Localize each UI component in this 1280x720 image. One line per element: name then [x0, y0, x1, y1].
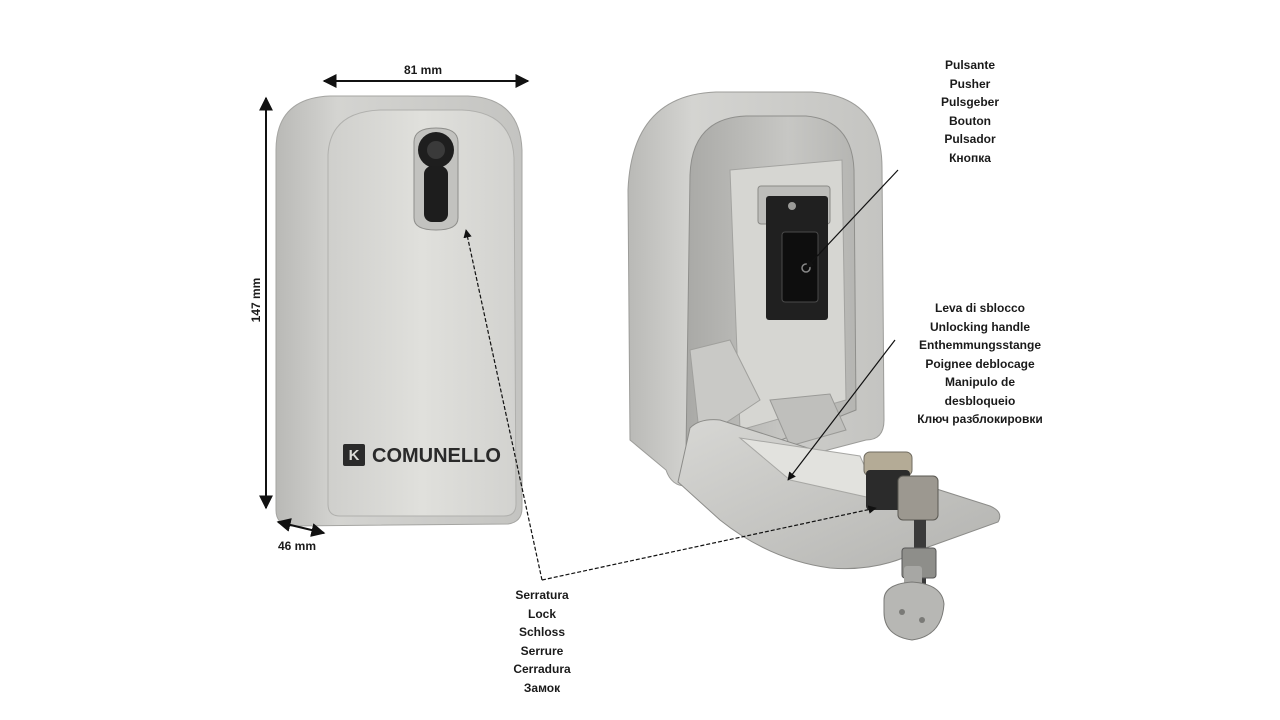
width-dimension-label: 81 mm	[404, 63, 443, 77]
handle-callout-label: Leva di sblocco Unlocking handle Enthemm…	[880, 299, 1080, 429]
pusher-callout-label: Pulsante Pusher Pulsgeber Bouton Pulsado…	[920, 56, 1020, 167]
brand-logo-text: COMUNELLO	[372, 445, 501, 467]
lock-label-ru: Замок	[523, 680, 561, 695]
open-box	[627, 91, 1001, 641]
lock-callout-line-open	[541, 505, 877, 581]
depth-dimension-label: 46 mm	[278, 539, 317, 553]
pusher-callout-line	[805, 169, 899, 269]
pusher-switch	[757, 185, 831, 320]
closed-box-front	[327, 109, 517, 517]
key-icon	[883, 566, 945, 641]
handle-label-en: Unlocking handle	[929, 319, 1030, 334]
closed-box: K COMUNELLO	[275, 95, 523, 527]
dimension-lines	[259, 74, 530, 537]
handle-label-fr: Poignee deblocage	[925, 356, 1035, 371]
handle-label-pt-2: desbloqueio	[944, 393, 1016, 408]
brand-logo: K COMUNELLO	[343, 444, 501, 467]
callout-lines	[463, 169, 899, 581]
handle-label-de: Enthemmungsstange	[918, 338, 1041, 352]
lock-label-de: Schloss	[518, 625, 566, 639]
brand-logo-mark: K	[349, 447, 360, 464]
height-dimension-label: 147 mm	[249, 277, 263, 323]
handle-callout-line	[787, 339, 896, 481]
pusher-label-en: Pusher	[949, 76, 991, 91]
lock-label-es: Cerradura	[513, 662, 571, 676]
handle-label-it: Leva di sblocco	[934, 301, 1026, 315]
lock-label-it: Serratura	[515, 588, 569, 602]
handle-label-pt-1: Manipulo de	[945, 375, 1015, 389]
pusher-label-ru: Кнопка	[949, 150, 991, 165]
handle-label-ru: Ключ разблокировки	[917, 412, 1043, 426]
pusher-label-es: Pulsador	[944, 132, 996, 146]
lock-callout-label: Serratura Lock Schloss Serrure Cerradura…	[492, 586, 592, 697]
lock-label-en: Lock	[527, 606, 556, 621]
pusher-label-de: Pulsgeber	[940, 95, 1000, 109]
pusher-label-it: Pulsante	[944, 58, 995, 72]
pusher-label-fr: Bouton	[949, 113, 991, 128]
lock-label-fr: Serrure	[520, 643, 564, 658]
depth-dimension-arrow	[276, 518, 326, 537]
closed-box-lock-icon	[413, 127, 459, 231]
